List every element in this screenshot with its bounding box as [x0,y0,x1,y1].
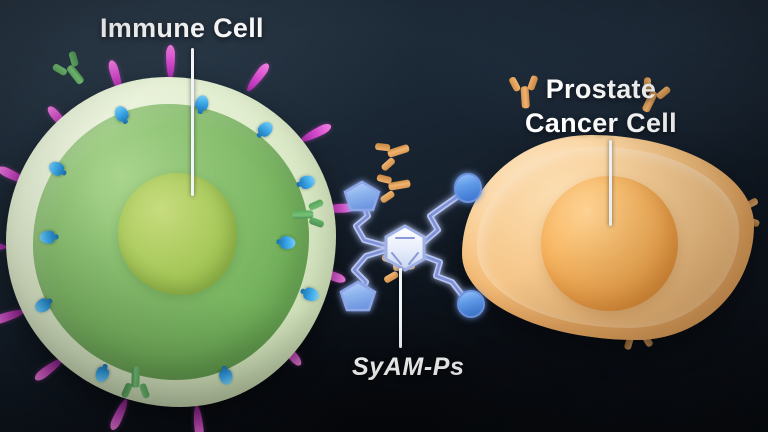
syam-ps-leader-line [399,268,402,348]
antibody-arm [51,62,69,77]
blue-receptor [218,368,234,387]
syam-ps-molecule [318,173,508,318]
cancer-cell-label-line1: Prostate [545,74,657,104]
immune-cell [0,45,355,432]
immune-cell-leader-line [191,48,194,196]
molecule-terminal-pentagon-upper-left [343,180,381,212]
molecule-terminal-oval-lower-right [457,290,485,318]
cancer-cell-label: Prostate Cancer Cell [525,72,677,140]
immune-cell-nucleus [118,172,237,295]
membrane-spike [243,61,272,94]
blue-receptor [39,230,55,245]
cancer-cell-leader-line [609,140,612,226]
membrane-spike [108,397,131,432]
membrane-spike [192,404,205,432]
membrane-spike [166,45,175,79]
receptor-arm [380,156,397,172]
antibody-stem [292,210,314,219]
cancer-cell-label-line2: Cancer Cell [525,108,677,138]
antibody-stem [65,63,86,86]
receptor-arm [508,75,522,93]
molecule-terminal-pentagon-lower-left [339,280,377,312]
molecule-terminal-oval-upper-right [454,173,482,203]
molecule-benzene-ring [384,224,426,272]
antibody-stem [131,366,141,388]
syam-ps-label: SyAM-Ps [352,353,465,381]
blue-receptor [279,235,297,251]
immune-cell-label: Immune Cell [100,13,264,43]
